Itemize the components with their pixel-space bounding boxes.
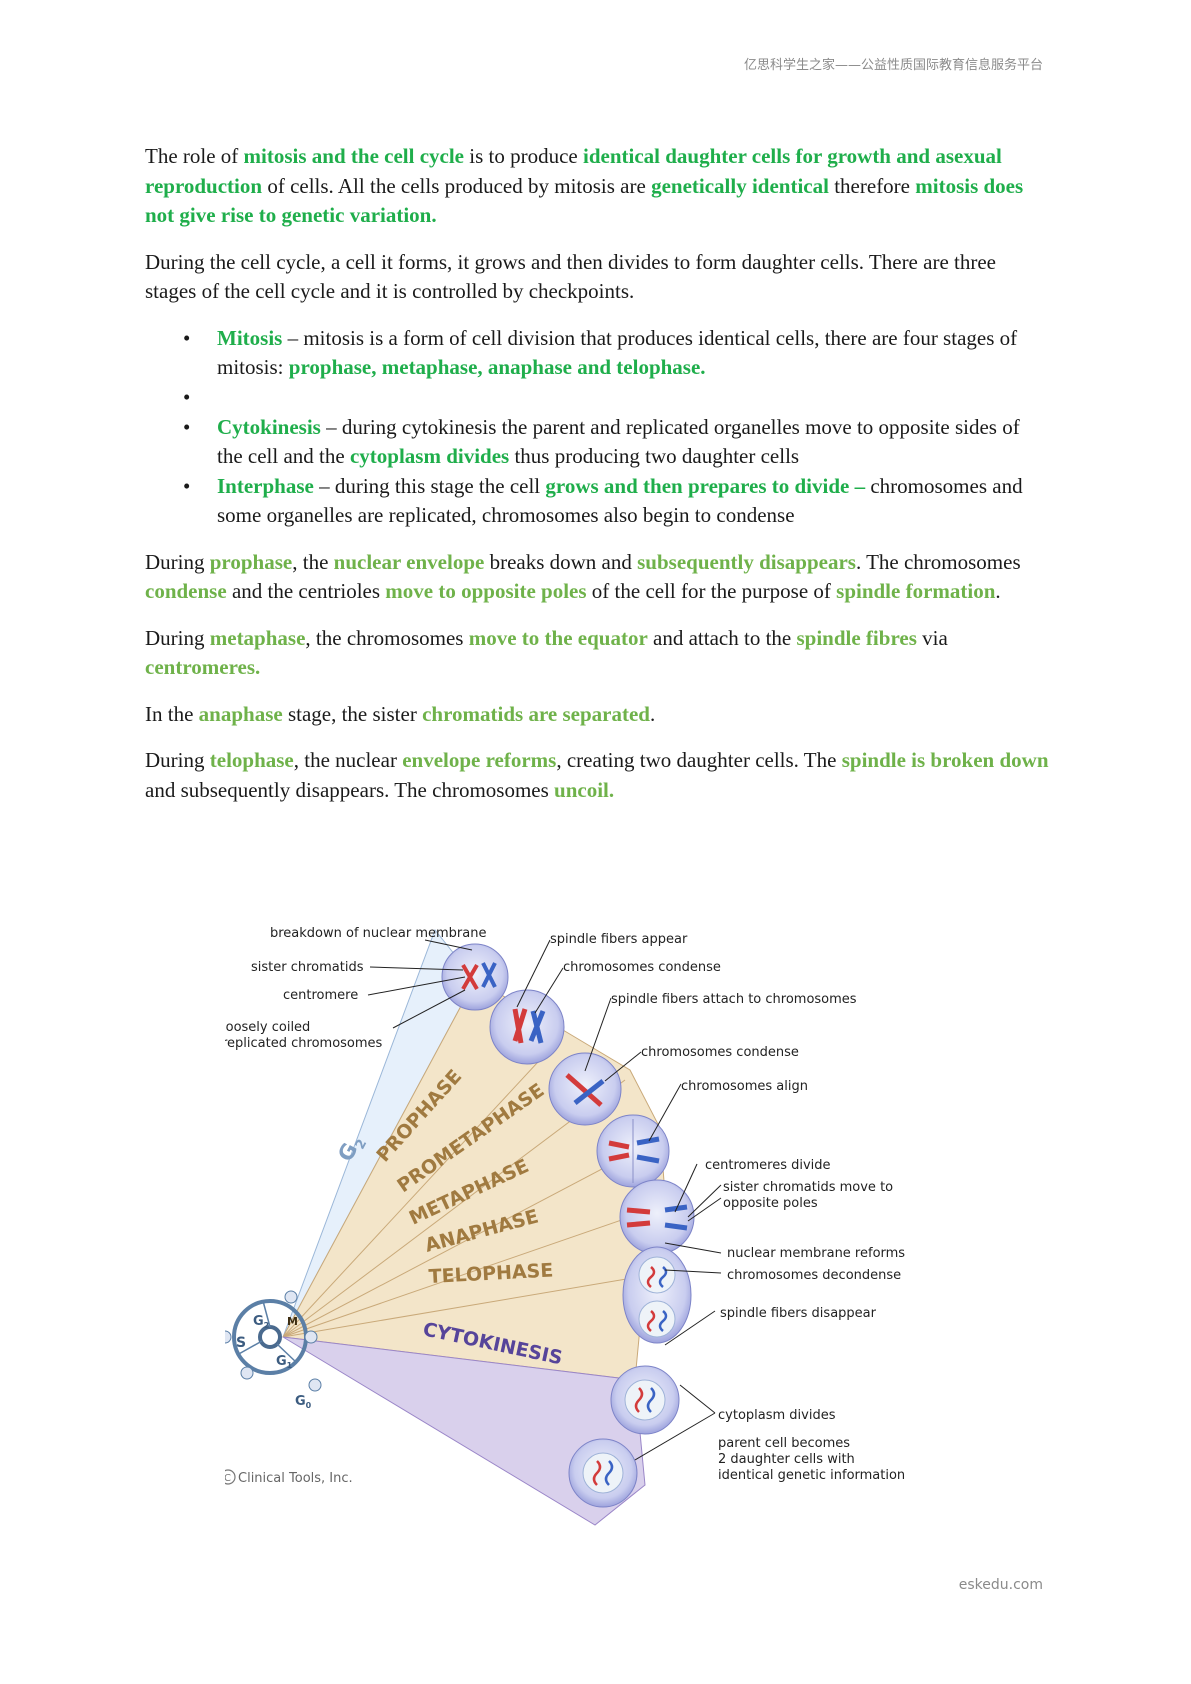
- list-spacer: [183, 383, 1050, 413]
- label-parent-cell-1: parent cell becomes: [718, 1436, 850, 1451]
- label-decondense: chromosomes decondense: [727, 1268, 901, 1283]
- wedge-divider: [282, 1274, 651, 1338]
- label-breakdown: breakdown of nuclear membrane: [270, 926, 486, 941]
- wedge-divider: [282, 1139, 658, 1338]
- cell-telophase: [622, 1246, 692, 1344]
- cell-daughter-1: [610, 1365, 680, 1435]
- main-content: The role of mitosis and the cell cycle i…: [145, 142, 1050, 822]
- label-centromere: centromere: [283, 988, 358, 1003]
- label-spindle-attach: spindle fibers attach to chromosomes: [611, 992, 857, 1007]
- intro-paragraph: The role of mitosis and the cell cycle i…: [145, 144, 1024, 227]
- cell-cycle-wheel: G2 S G1 G0 M: [225, 1290, 322, 1410]
- list-item-mitosis: Mitosis – mitosis is a form of cell divi…: [183, 324, 1050, 383]
- cell-cycle-paragraph: During the cell cycle, a cell it forms, …: [145, 249, 996, 304]
- copyright: C Clinical Tools, Inc.: [225, 1469, 353, 1486]
- label-sister-chromatids: sister chromatids: [251, 960, 364, 975]
- copyright-text: Clinical Tools, Inc.: [238, 1471, 353, 1486]
- label-loosely-coiled: loosely coiled: [225, 1020, 310, 1035]
- leader-lines: [367, 939, 722, 1461]
- cell-prophase: [489, 989, 565, 1065]
- cell-g2: [441, 943, 509, 1011]
- cell-anaphase: [619, 1179, 695, 1255]
- label-cytoplasm-divides: cytoplasm divides: [718, 1408, 836, 1423]
- stage-list: Mitosis – mitosis is a form of cell divi…: [145, 324, 1050, 531]
- cycle-label-s: S: [236, 1335, 246, 1351]
- metaphase-paragraph: During metaphase, the chromosomes move t…: [145, 625, 948, 680]
- wedge-divider: [282, 1204, 666, 1338]
- wedge-divider: [282, 1079, 626, 1338]
- cycle-label-g1: G1: [276, 1354, 293, 1370]
- label-nuclear-reforms: nuclear membrane reforms: [727, 1246, 905, 1261]
- label-parent-cell-3: identical genetic information: [718, 1468, 905, 1483]
- mitosis-diagram: G2 PROPHASE PROMETAPHASE METAPHASE ANAPH…: [225, 926, 905, 1526]
- cell-daughter-2: [568, 1438, 638, 1508]
- label-chromosomes-condense-1: chromosomes condense: [563, 960, 721, 975]
- list-item-cytokinesis: Cytokinesis – during cytokinesis the par…: [183, 413, 1050, 472]
- label-replicated-chromosomes: replicated chromosomes: [225, 1036, 383, 1051]
- copyright-c-icon: C: [225, 1473, 231, 1484]
- cycle-label-m: M: [287, 1315, 298, 1328]
- label-chromosomes-align: chromosomes align: [681, 1079, 808, 1094]
- label-centromeres-divide: centromeres divide: [705, 1158, 831, 1173]
- label-opposite-poles: opposite poles: [723, 1196, 818, 1211]
- wedge-divider: [282, 1034, 564, 1338]
- label-chromosomes-condense-2: chromosomes condense: [641, 1045, 799, 1060]
- cytokinesis-wedge: [282, 1336, 646, 1526]
- label-spindle-disappear: spindle fibers disappear: [720, 1306, 877, 1321]
- cycle-label-g2: G2: [253, 1314, 269, 1330]
- cycle-label-g0: G0: [295, 1394, 312, 1410]
- list-item-interphase: Interphase – during this stage the cell …: [183, 472, 1050, 531]
- cell-metaphase: [596, 1114, 670, 1188]
- cell-prometaphase: [548, 1052, 622, 1126]
- page-footer: eskedu.com: [958, 1577, 1043, 1593]
- label-parent-cell-2: 2 daughter cells with: [718, 1452, 855, 1467]
- prophase-paragraph: During prophase, the nuclear envelope br…: [145, 549, 1021, 604]
- label-sister-move: sister chromatids move to: [723, 1180, 893, 1195]
- telophase-paragraph: During telophase, the nuclear envelope r…: [145, 748, 1049, 802]
- anaphase-paragraph: In the anaphase stage, the sister chroma…: [145, 701, 656, 726]
- page-header: 亿思科学生之家——公益性质国际教育信息服务平台: [743, 58, 1043, 73]
- label-spindle-appear: spindle fibers appear: [550, 932, 688, 947]
